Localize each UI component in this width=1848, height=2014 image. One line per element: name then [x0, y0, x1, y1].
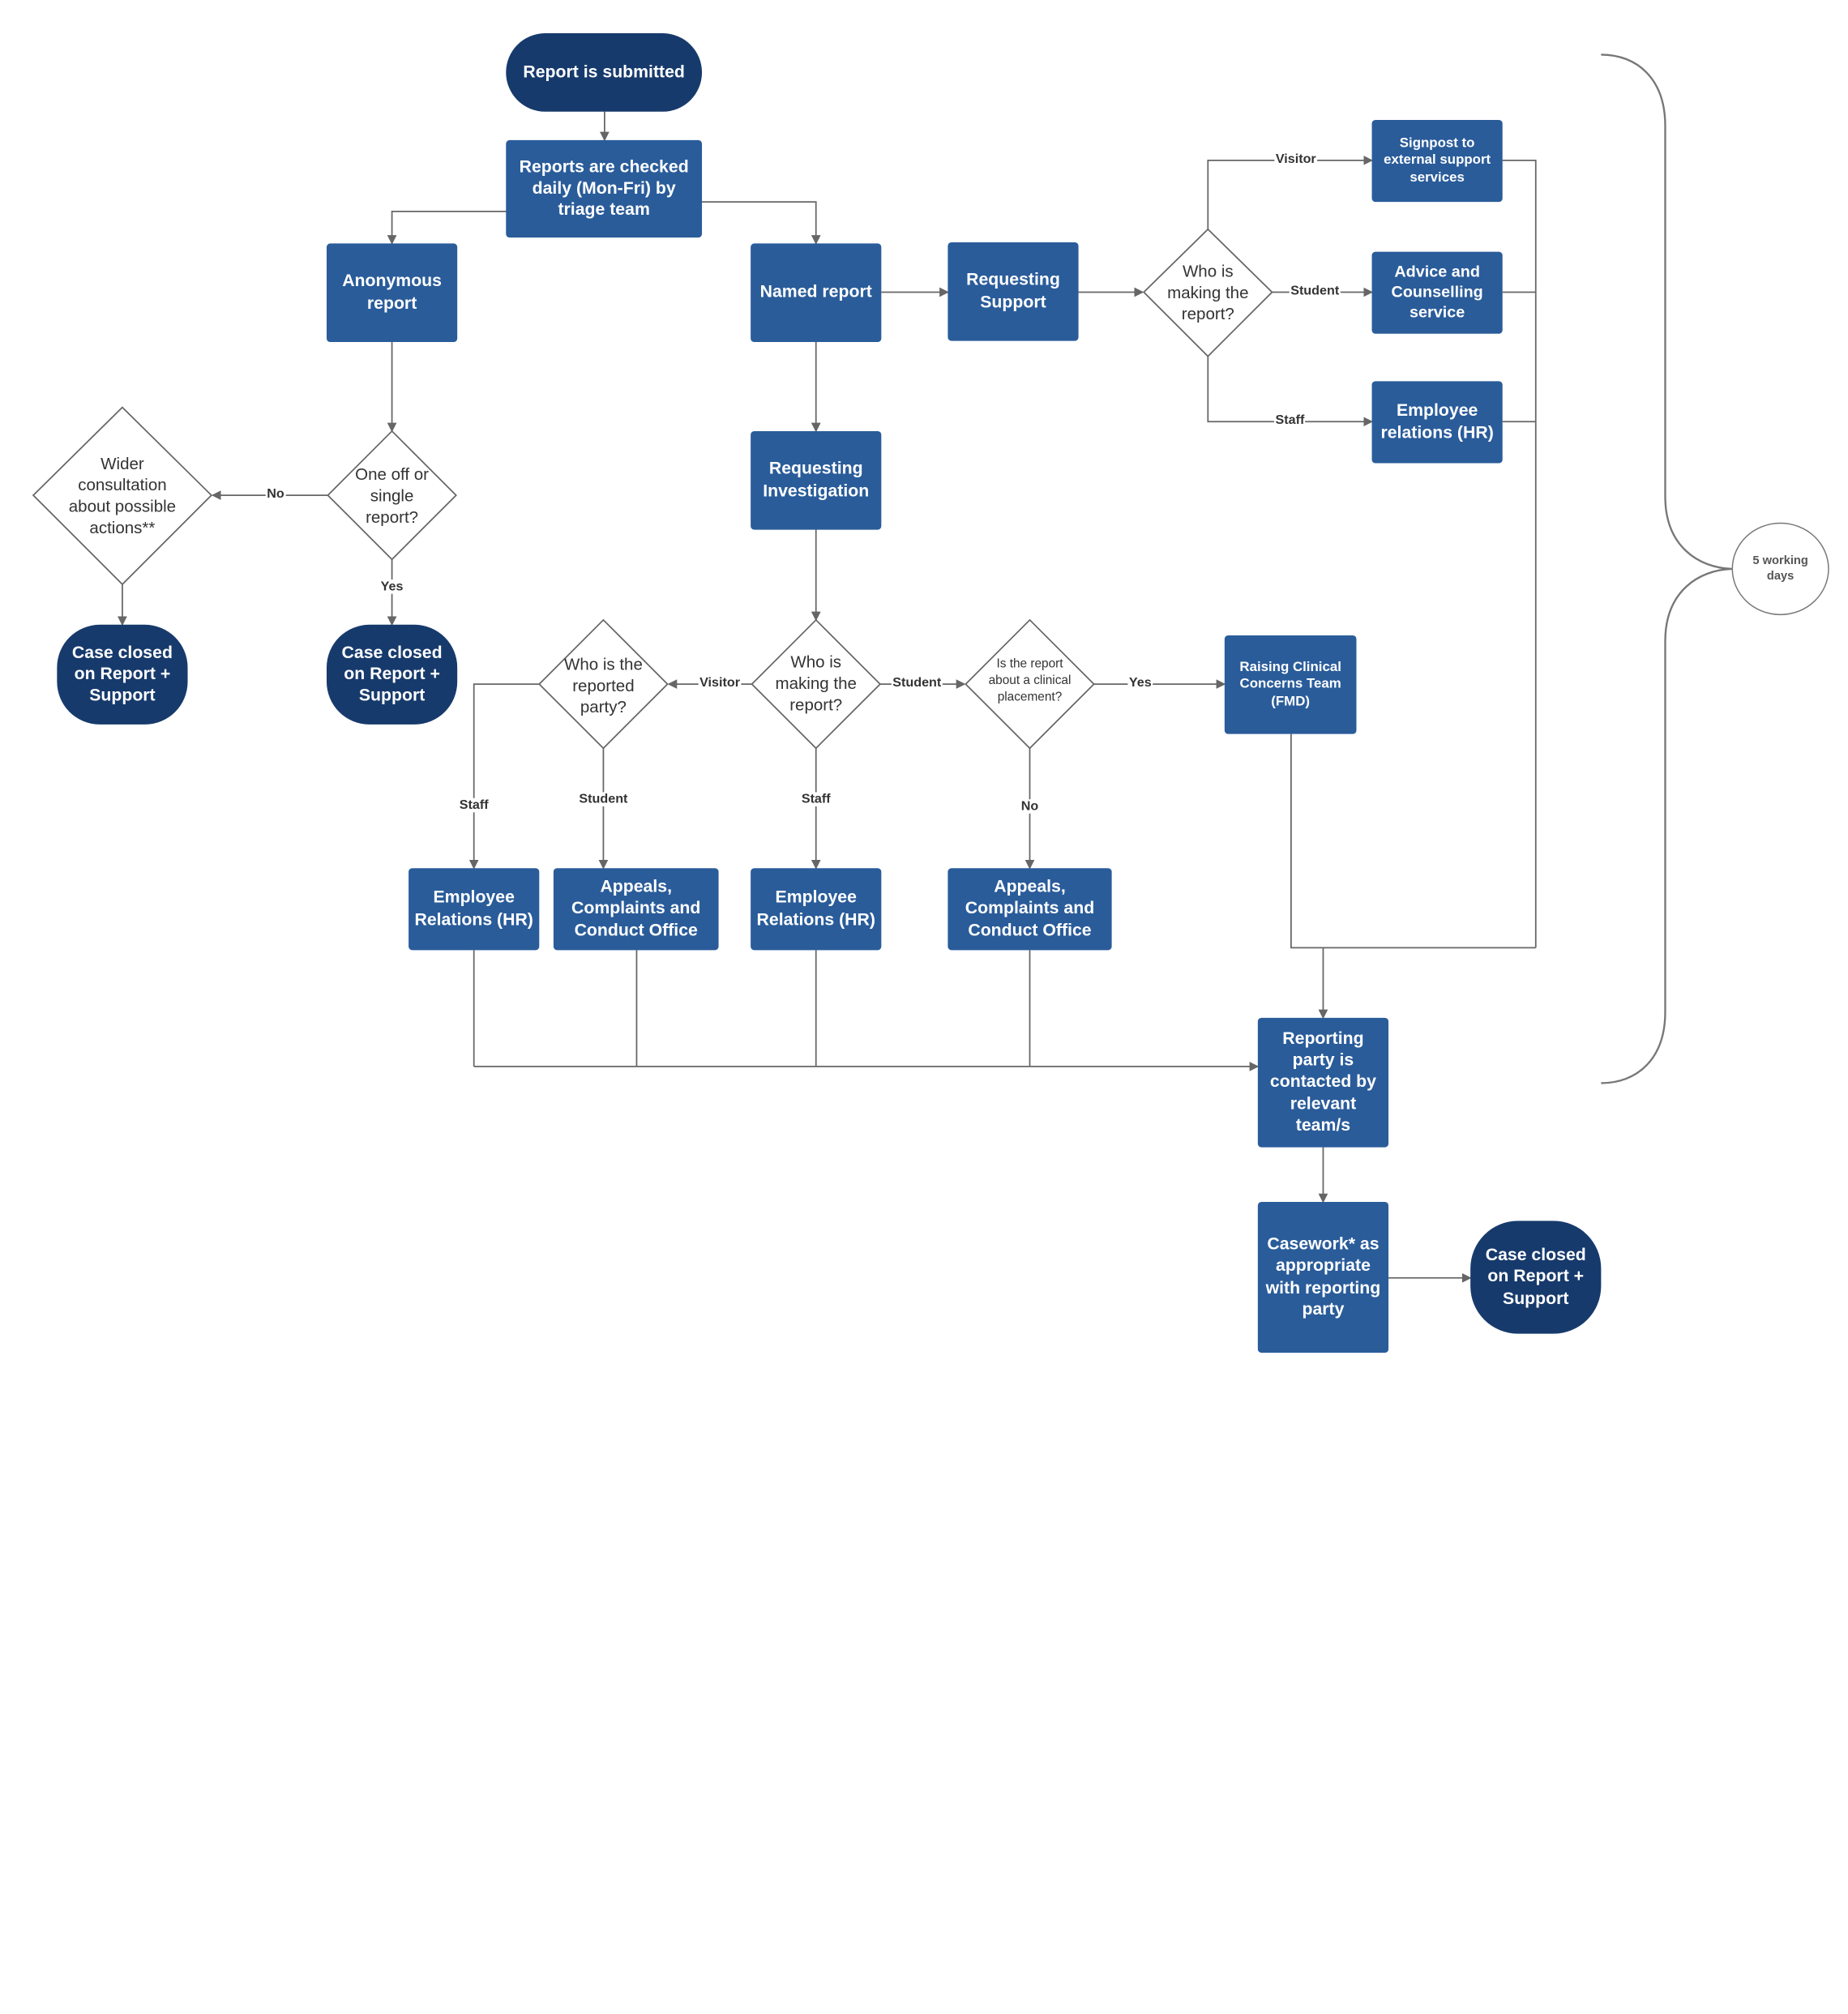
requesting-investigation-box: Requesting Investigation — [751, 430, 882, 530]
diamond-wider — [32, 406, 213, 586]
label-staff-left: Staff — [458, 797, 490, 813]
rcct-box: Raising Clinical Concerns Team (FMD) — [1224, 635, 1357, 734]
one-off-text: One off or single report? — [355, 464, 430, 527]
label-no-left: No — [265, 486, 286, 502]
signpost-box: Signpost to external support services — [1371, 120, 1503, 203]
diamond-one-off — [327, 430, 457, 561]
label-visitor-top: Visitor — [1274, 152, 1318, 167]
brace — [1601, 53, 1732, 1084]
label-student-top: Student — [1289, 284, 1341, 298]
anonymous-report-box: Anonymous report — [326, 243, 458, 343]
case-closed-final: Case closed on Report + Support — [1470, 1221, 1602, 1334]
reported-party-text: Who is the reported party? — [563, 654, 643, 716]
diamond-investigation-who — [751, 618, 882, 750]
start-terminal: Report is submitted — [506, 33, 703, 112]
reporting-party-contacted-box: Reporting party is contacted by relevant… — [1257, 1017, 1389, 1148]
employee-relations-mid-box: Employee Relations (HR) — [751, 868, 882, 951]
working-days-circle: 5 working days — [1731, 522, 1829, 616]
advice-counselling-box: Advice and Counselling service — [1371, 251, 1503, 334]
case-closed-left: Case closed on Report + Support — [57, 624, 188, 725]
acco-right-box: Appeals, Complaints and Conduct Office — [948, 868, 1112, 951]
triage-box: Reports are checked daily (Mon-Fri) by t… — [506, 139, 703, 238]
label-no-right: No — [1020, 799, 1040, 814]
support-who-text: Who is making the report? — [1167, 260, 1249, 323]
label-student-mid: Student — [891, 675, 943, 691]
case-closed-mid: Case closed on Report + Support — [326, 624, 458, 725]
label-visitor-mid: Visitor — [698, 675, 742, 691]
label-student-left: Student — [577, 792, 629, 807]
diamond-clinical — [965, 618, 1095, 750]
employee-relations-top-box: Employee relations (HR) — [1371, 381, 1503, 464]
employee-relations-left-box: Employee Relations (HR) — [409, 868, 540, 951]
requesting-support-box: Requesting Support — [948, 242, 1079, 341]
label-staff-mid: Staff — [800, 792, 832, 807]
connector-lines — [32, 53, 1732, 1283]
label-staff-top: Staff — [1274, 413, 1306, 428]
clinical-question-text: Is the report about a clinical placement… — [988, 656, 1072, 705]
named-report-box: Named report — [751, 243, 882, 343]
wider-text: Wider consultation about possible action… — [68, 453, 177, 537]
investigation-who-text: Who is making the report? — [775, 652, 857, 714]
diamond-reported-party — [538, 618, 669, 750]
acco-left-box: Appeals, Complaints and Conduct Office — [553, 868, 719, 951]
diamond-support-who — [1142, 228, 1273, 357]
label-yes-right: Yes — [1127, 675, 1153, 691]
label-yes-left: Yes — [379, 579, 404, 594]
casework-box: Casework* as appropriate with reporting … — [1257, 1201, 1389, 1353]
